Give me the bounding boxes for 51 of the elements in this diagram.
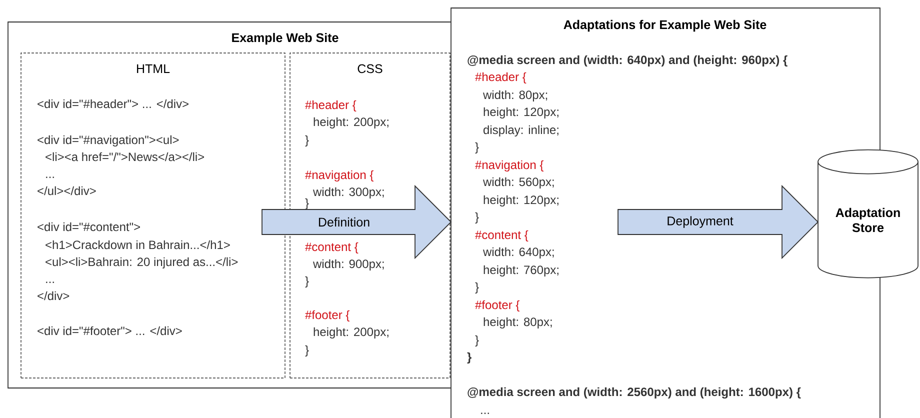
code-line: height: 200px; — [314, 117, 388, 128]
code-line: display: inline; — [484, 125, 558, 136]
selector-text: #content { — [475, 230, 528, 242]
database-cylinder: Adaptation Store — [818, 149, 918, 278]
code-line: <div id="#navigation"><ul> — [38, 135, 179, 146]
code-line: height: 80px; — [484, 317, 552, 328]
code-line: height: 200px; — [314, 327, 388, 338]
media-query-text: } — [467, 352, 472, 364]
code-line: </div> — [38, 291, 70, 300]
panel-title: HTML — [137, 64, 170, 73]
selector-text: #footer { — [305, 310, 350, 322]
selector-text: #header { — [475, 72, 526, 84]
code-line: <div id="#footer"> ... </div> — [38, 326, 182, 336]
code-line: height: 120px; — [484, 107, 558, 118]
code-line: } — [475, 335, 479, 346]
code-line: } — [475, 282, 479, 294]
selector-text: #navigation { — [305, 170, 374, 182]
code-line: <li><a href="/">News</a></li> — [46, 152, 204, 162]
code-line: <ul><li>Bahrain: 20 injured as...</li> — [46, 257, 238, 268]
selector-text: #footer { — [475, 300, 520, 312]
code-line: <div id="#content"> — [38, 222, 140, 232]
html-panel — [20, 52, 286, 378]
code-line: width: 80px; — [483, 90, 548, 102]
code-line: width: 640px; — [483, 247, 554, 258]
code-line: width: 300px; — [313, 187, 384, 198]
media-query-text: @media screen and (width: 2560px) and (height: 1600px) { — [468, 387, 801, 399]
code-line: width: 560px; — [483, 177, 554, 188]
panel-title: Adaptations for Example Web Site — [564, 20, 766, 32]
code-line: height: 120px; — [484, 195, 558, 206]
selector-text: #header { — [305, 100, 356, 112]
code-line: ... — [46, 176, 54, 178]
code-line: <h1>Crackdown in Bahrain...</h1> — [46, 240, 230, 250]
code-line: height: 760px; — [484, 265, 558, 276]
code-line: } — [475, 212, 479, 224]
selector-text: #navigation { — [475, 160, 544, 172]
selector-text: #content { — [305, 242, 358, 254]
edge-label: Deployment — [666, 215, 734, 229]
media-query-text: @media screen and (width: 640px) and (height: 960px) { — [468, 55, 788, 67]
code-line: } — [305, 345, 309, 356]
code-line: } — [305, 276, 309, 288]
code-line: width: 900px; — [313, 259, 384, 270]
block-arrow — [262, 184, 452, 260]
code-line: <div id="#header"> ... </div> — [38, 99, 188, 108]
code-line: </ul></div> — [38, 186, 96, 196]
code-line: ... — [46, 282, 54, 283]
panel-title: Example Web Site — [232, 32, 338, 45]
code-line: } — [475, 142, 479, 154]
code-line: ... — [481, 412, 489, 414]
code-line: } — [305, 135, 309, 146]
panel-title: CSS — [358, 64, 382, 74]
css-panel — [290, 52, 450, 378]
